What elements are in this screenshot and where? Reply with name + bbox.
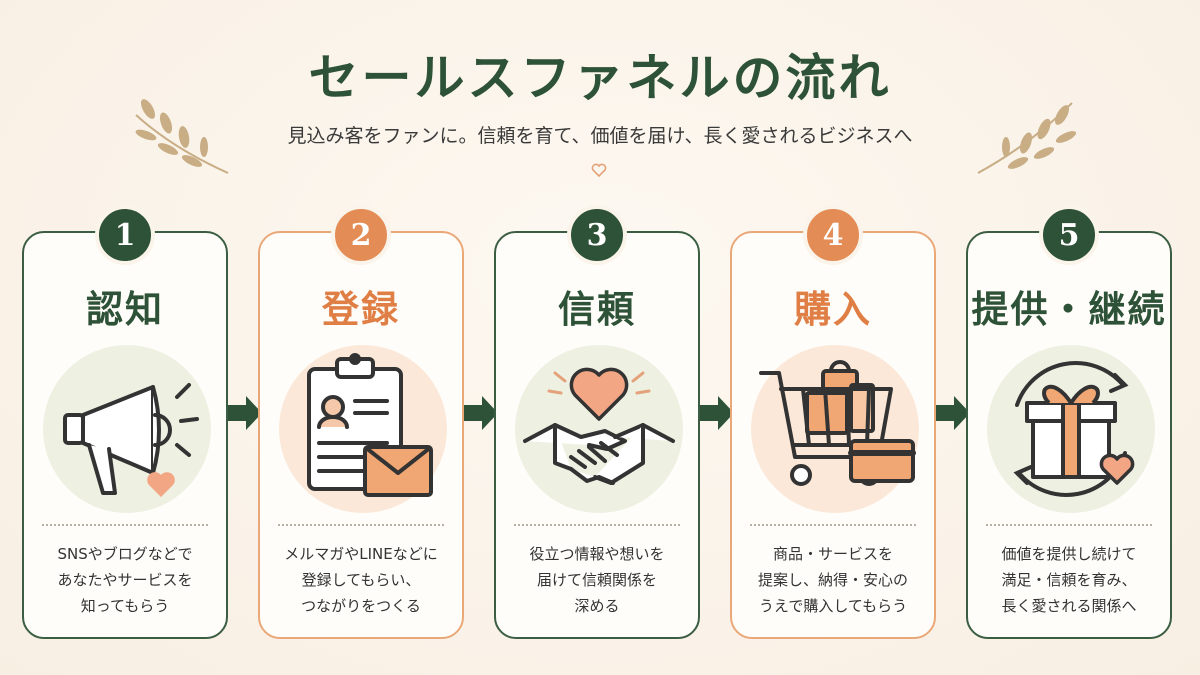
step-description: メルマガやLINEなどに登録してもらい、つながりをつくる (284, 545, 438, 615)
divider (514, 524, 680, 526)
divider (986, 524, 1152, 526)
step-number-badge: 5 (1039, 205, 1099, 265)
step-card-3: 3 信頼 役立つ情報や想いを届けて信頼関係を深める (494, 205, 700, 639)
small-heart-icon (591, 163, 607, 177)
shopping-cart-icon (751, 345, 919, 513)
page-title: セールスファネルの流れ (308, 48, 892, 107)
left-sprig-icon (135, 99, 229, 174)
step-card-4: 4 購入 商品・サービスを提案し、納得・安心のうえで購入してもらう (730, 205, 936, 639)
step-description: 役立つ情報や想いを届けて信頼関係を深める (529, 545, 665, 615)
clipboard-envelope-icon (279, 345, 447, 513)
step-card-1: 1 認知 SNSやブログなどであなたやサービスを知ってもらう (22, 205, 228, 639)
arrow-right-icon (228, 396, 262, 430)
step-number-badge: 2 (331, 205, 391, 265)
divider (750, 524, 916, 526)
step-number-badge: 1 (95, 205, 155, 265)
right-sprig-icon (977, 102, 1077, 174)
arrow-right-icon (700, 396, 734, 430)
divider (42, 524, 208, 526)
gift-cycle-icon (987, 345, 1155, 513)
page-subtitle: 見込み客をファンに。信頼を育て、価値を届け、長く愛されるビジネスへ (287, 125, 913, 147)
step-title: 提供・継続 (971, 287, 1167, 331)
step-title: 登録 (322, 287, 400, 331)
step-title: 信頼 (558, 287, 636, 331)
step-title: 認知 (86, 287, 164, 331)
step-description: 価値を提供し続けて満足・信頼を育み、長く愛される関係へ (1001, 545, 1137, 615)
megaphone-icon (43, 345, 211, 513)
step-description: 商品・サービスを提案し、納得・安心のうえで購入してもらう (757, 545, 908, 615)
handshake-heart-icon (515, 345, 683, 513)
arrow-right-icon (936, 396, 970, 430)
step-number-badge: 3 (567, 205, 627, 265)
step-card-2: 2 登録 メルマガやLINEなどに登録してもらい、つながりをつくる (258, 205, 464, 639)
arrow-right-icon (464, 396, 498, 430)
step-title: 購入 (794, 287, 872, 331)
step-description: SNSやブログなどであなたやサービスを知ってもらう (57, 545, 193, 615)
step-number-badge: 4 (803, 205, 863, 265)
divider (278, 524, 444, 526)
step-card-5: 5 提供・継続 価値を提供し続けて満足・信頼を育み、長く愛される関係へ (966, 205, 1172, 639)
